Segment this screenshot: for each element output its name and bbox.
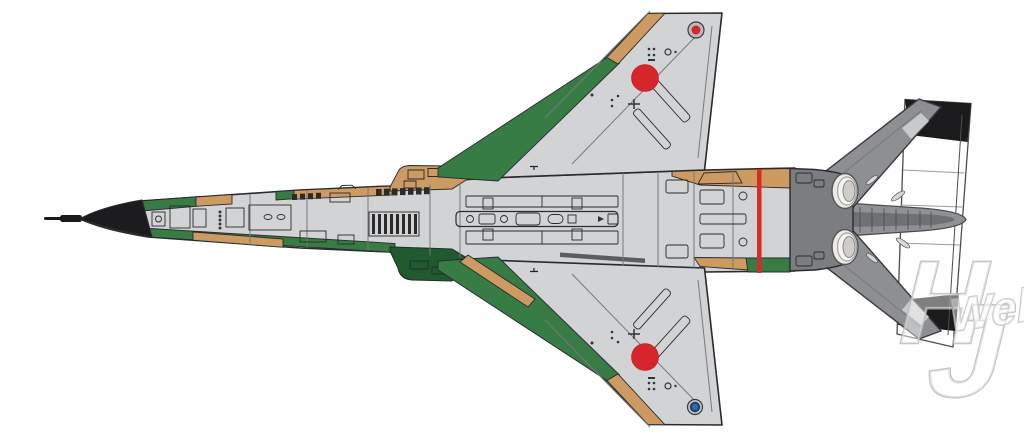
stab-root-slot-upper	[890, 190, 906, 202]
upper-wing-fairing-2	[633, 108, 671, 150]
nose	[44, 199, 153, 238]
red-fuselage-stripe	[757, 169, 762, 273]
watermark: H J Web	[885, 236, 1024, 426]
aft-top-panel	[697, 171, 743, 185]
vent-grid	[372, 214, 417, 234]
dot-column	[218, 210, 222, 230]
upper-wing-panel-lines	[544, 10, 713, 165]
pitot-tube	[60, 215, 82, 222]
engine-nozzle-upper	[831, 172, 859, 210]
radome	[78, 199, 153, 238]
engine-nozzle-lower	[831, 228, 859, 266]
tail-cone-ribs	[859, 206, 932, 233]
fuselage-details	[151, 165, 762, 273]
camo-tan-bottom	[192, 231, 284, 248]
stabilator-upper-slot	[865, 175, 879, 185]
roundel-lower	[631, 343, 659, 371]
tail-cone-core	[850, 212, 955, 227]
lower-wing-panel-lines	[544, 273, 713, 428]
lower-wing-stencils	[590, 329, 677, 391]
vent-squares-forward	[292, 192, 321, 200]
pitot-tube-tip	[44, 217, 62, 220]
stabilator-lower-slot	[865, 253, 879, 263]
upper-wing-tan-leading-edge	[606, 12, 667, 65]
upper-wing	[437, 10, 723, 182]
upper-wing-green-wedge	[437, 54, 621, 182]
lower-wing-tan-leading-edge	[606, 373, 667, 426]
lower-wing-tan-root	[459, 254, 536, 308]
stab-root-slot-lower	[895, 237, 911, 249]
wingtip-light-lower	[691, 403, 699, 411]
camo-tan-top-1	[195, 194, 233, 207]
stabilator-upper-patch	[902, 113, 929, 139]
vent-squares-mid	[376, 187, 430, 196]
fin-panel-lines	[899, 169, 965, 246]
speed-brake-strip	[560, 252, 645, 263]
engine-section	[789, 167, 859, 272]
roundel-upper	[631, 64, 659, 92]
lower-wing-green-wedge	[437, 256, 621, 384]
upper-wing-stencils	[590, 47, 677, 109]
stabilator-lower-patch	[902, 299, 929, 325]
lower-wing	[437, 254, 723, 428]
wingtip-light-upper	[691, 25, 701, 35]
centerline-pylon-rail	[455, 210, 619, 228]
camo-green-aft-bottom	[745, 257, 791, 273]
lower-wing-fairing-2	[633, 288, 671, 330]
